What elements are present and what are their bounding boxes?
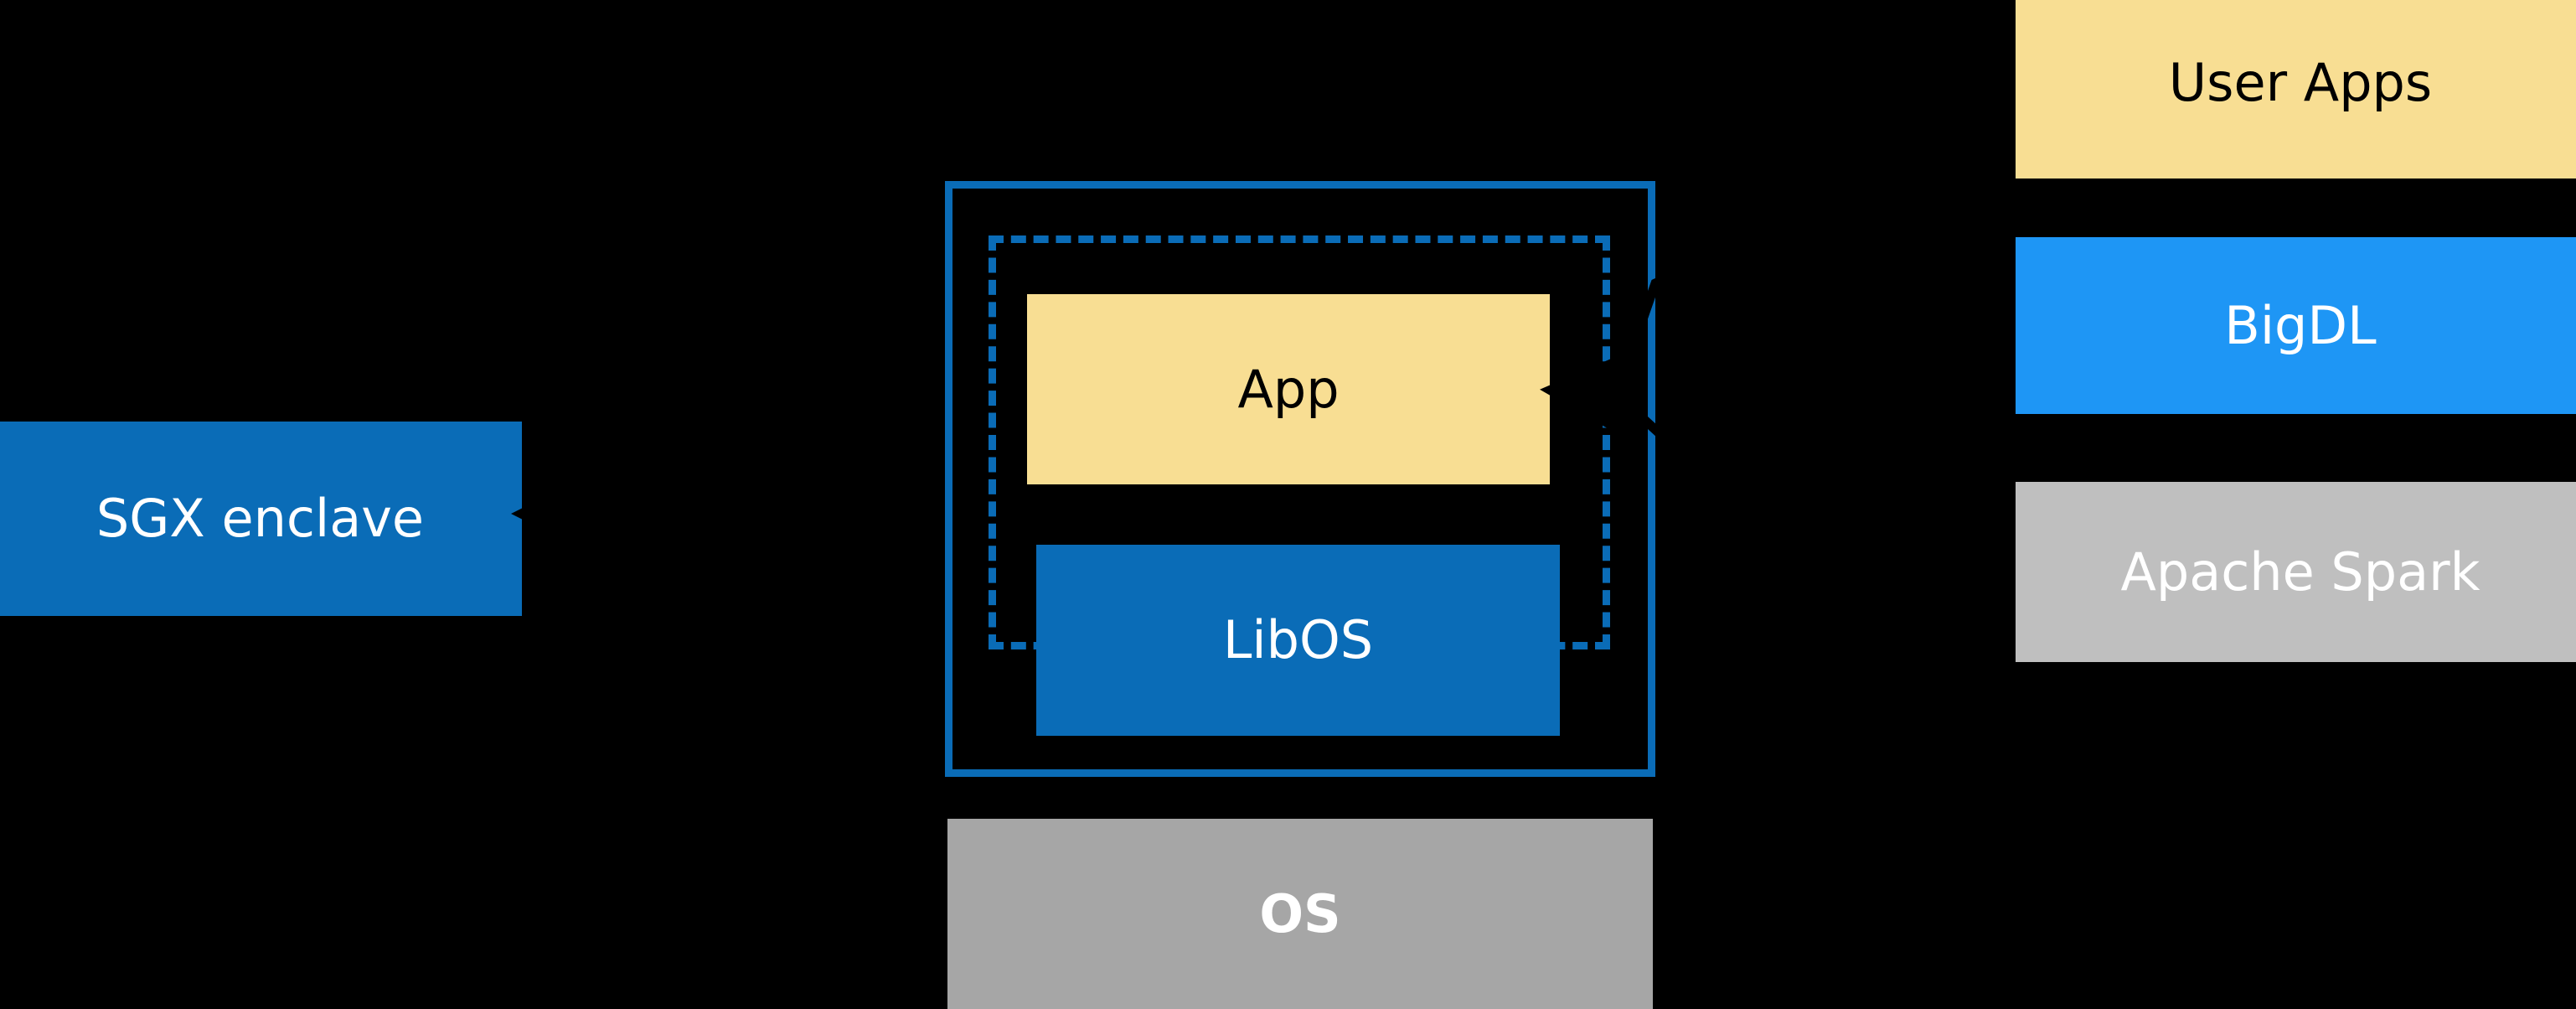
sgx-enclave-label: SGX enclave	[96, 488, 425, 550]
app-label: App	[1237, 358, 1340, 420]
apache-spark-label: Apache Spark	[2120, 541, 2480, 603]
libos-box[interactable]: LibOS	[1036, 545, 1560, 736]
enclave-outer-frame	[945, 181, 1655, 777]
bigdl-label: BigDL	[2224, 294, 2377, 356]
user-apps-box[interactable]: User Apps	[2016, 0, 2576, 179]
sgx-enclave-box[interactable]: SGX enclave	[0, 422, 522, 616]
apache-spark-box[interactable]: Apache Spark	[2016, 482, 2576, 662]
app-box[interactable]: App	[1027, 294, 1550, 484]
libos-label: LibOS	[1222, 609, 1374, 671]
user-apps-label: User Apps	[2168, 52, 2433, 114]
os-label: OS	[1259, 882, 1341, 944]
os-box[interactable]: OS	[947, 819, 1653, 1009]
bigdl-box[interactable]: BigDL	[2016, 237, 2576, 414]
